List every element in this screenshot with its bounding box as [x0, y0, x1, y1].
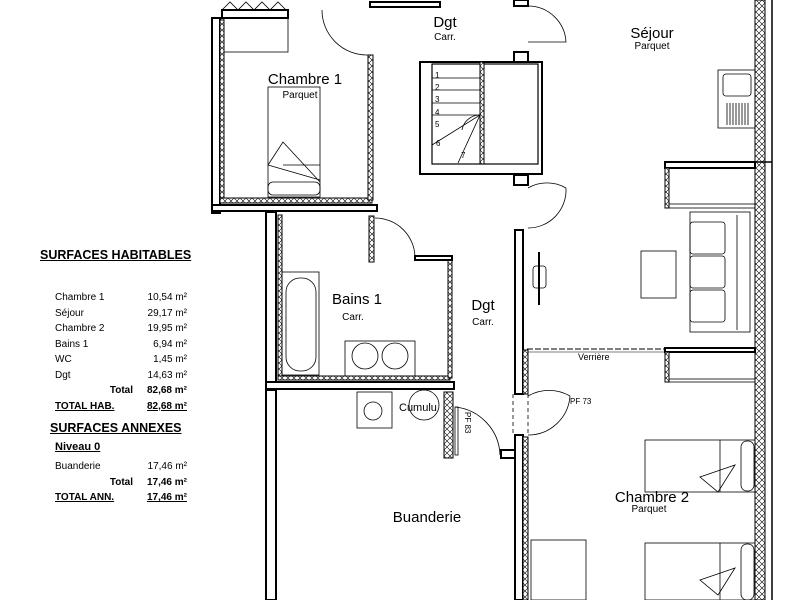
bed-chambre1 — [267, 86, 321, 198]
total-label: Total — [109, 476, 133, 488]
room-name-sejour: Séjour — [630, 25, 673, 42]
double-sink — [344, 340, 416, 377]
surface-area: 14,63 m² — [147, 369, 187, 381]
pf73-label: PF 73 — [570, 397, 592, 406]
room-floor-sejour: Parquet — [634, 41, 669, 52]
room-name-bains1: Bains 1 — [332, 291, 382, 308]
bathtub — [281, 271, 320, 376]
grand-total-row: TOTAL HAB. 82,68 m² — [55, 399, 187, 415]
verriere-label: Verrière — [578, 352, 610, 362]
bains1-walls — [265, 211, 455, 391]
dgt-top-window — [369, 1, 441, 8]
surface-area: 6,94 m² — [153, 338, 187, 350]
sofa — [689, 211, 751, 333]
surface-area: 17,46 m² — [147, 461, 187, 473]
total-label: Total — [109, 385, 133, 397]
wall-stub — [500, 449, 516, 459]
room-floor-chambre2: Parquet — [631, 504, 666, 515]
kitchen-sink — [717, 69, 756, 129]
chambre1-door[interactable] — [321, 9, 369, 56]
chambre1-walls — [211, 1, 378, 214]
room-name-dgt-mid: Dgt — [471, 297, 495, 314]
total-value: 82,68 m² — [146, 385, 187, 397]
chambre2-door-pf73[interactable] — [527, 390, 571, 436]
grand-total-row: TOTAL ANN. 17,46 m² — [55, 490, 187, 506]
surfaces-table: SURFACES HABITABLES Chambre 1 10,54 m² Sé… — [40, 248, 200, 506]
water-heater — [408, 389, 440, 421]
washing-machine — [356, 391, 393, 429]
surface-row: WC 1,45 m² — [55, 352, 187, 368]
bains1-door[interactable] — [374, 217, 416, 259]
surface-area: 1,45 m² — [153, 354, 187, 366]
grand-total-value: 82,68 m² — [146, 400, 187, 412]
tv-unit — [532, 252, 547, 305]
surface-row: Chambre 2 19,95 m² — [55, 321, 187, 337]
room-name-chambre2: Chambre 2 — [615, 489, 689, 506]
surfaces-habitables-title: SURFACES HABITABLES — [40, 248, 192, 262]
room-floor-dgt-mid: Carr. — [472, 317, 494, 328]
central-wall — [512, 229, 529, 600]
total-row: Total 82,68 m² — [55, 383, 187, 399]
stair-step: 7 — [461, 151, 466, 160]
room-floor-dgt-top: Carr. — [434, 32, 456, 43]
stair-step: 4 — [435, 108, 440, 117]
surfaces-annexes-title: SURFACES ANNEXES — [50, 421, 182, 435]
room-name-dgt-top: Dgt — [433, 14, 457, 31]
total-row: Total 17,46 m² — [55, 475, 187, 491]
room-floor-bains1: Carr. — [342, 312, 364, 323]
surface-row: Bains 1 6,94 m² — [55, 337, 187, 353]
wall-stub — [513, 51, 529, 63]
cumulus-label: Cumulu — [399, 402, 437, 414]
surface-room: Séjour — [55, 307, 84, 319]
stair-step: 2 — [435, 83, 440, 92]
bed-chambre2-1 — [644, 439, 756, 493]
stair-step: 5 — [435, 120, 440, 129]
surface-row: Chambre 1 10,54 m² — [55, 290, 187, 306]
total-value: 17,46 m² — [146, 476, 187, 488]
surface-room: Bains 1 — [55, 338, 89, 350]
surface-row: Buanderie 17,46 m² — [55, 459, 187, 475]
surface-room: Chambre 1 — [55, 292, 105, 304]
staircase: 1 2 3 4 5 6 7 — [419, 61, 543, 175]
surface-area: 19,95 m² — [147, 323, 187, 335]
grand-total-label: TOTAL HAB. — [55, 400, 115, 412]
surface-area: 10,54 m² — [147, 292, 187, 304]
wall-stub — [513, 174, 529, 186]
desk — [530, 539, 587, 600]
room-name-chambre1: Chambre 1 — [268, 71, 342, 88]
surface-room: WC — [55, 354, 72, 366]
coffee-table — [640, 250, 677, 299]
grand-total-value: 17,46 m² — [146, 492, 187, 504]
stair-step: 6 — [436, 139, 441, 148]
buanderie-door-pf83[interactable] — [454, 406, 501, 456]
buanderie-walls — [265, 389, 454, 600]
surface-room: Dgt — [55, 369, 71, 381]
surface-room: Buanderie — [55, 461, 101, 473]
exterior-wall-right — [754, 0, 773, 600]
surface-room: Chambre 2 — [55, 323, 105, 335]
room-floor-chambre1: Parquet — [282, 90, 317, 101]
room-name-buanderie: Buanderie — [393, 509, 461, 526]
closet-sejour — [664, 161, 756, 209]
sejour-door-mid[interactable] — [527, 182, 567, 229]
bed-chambre2-2 — [644, 542, 756, 600]
level-label: Niveau 0 — [55, 441, 101, 453]
surface-row: Séjour 29,17 m² — [55, 306, 187, 322]
surface-row: Dgt 14,63 m² — [55, 368, 187, 384]
wall-stub — [513, 0, 529, 7]
sejour-door-top[interactable] — [527, 5, 567, 43]
pf83-label: PF 83 — [463, 412, 472, 434]
verriere-partition — [527, 347, 756, 383]
stair-step: 1 — [435, 71, 440, 80]
stair-step: 3 — [435, 95, 440, 104]
surface-area: 29,17 m² — [147, 307, 187, 319]
grand-total-label: TOTAL ANN. — [55, 492, 115, 504]
